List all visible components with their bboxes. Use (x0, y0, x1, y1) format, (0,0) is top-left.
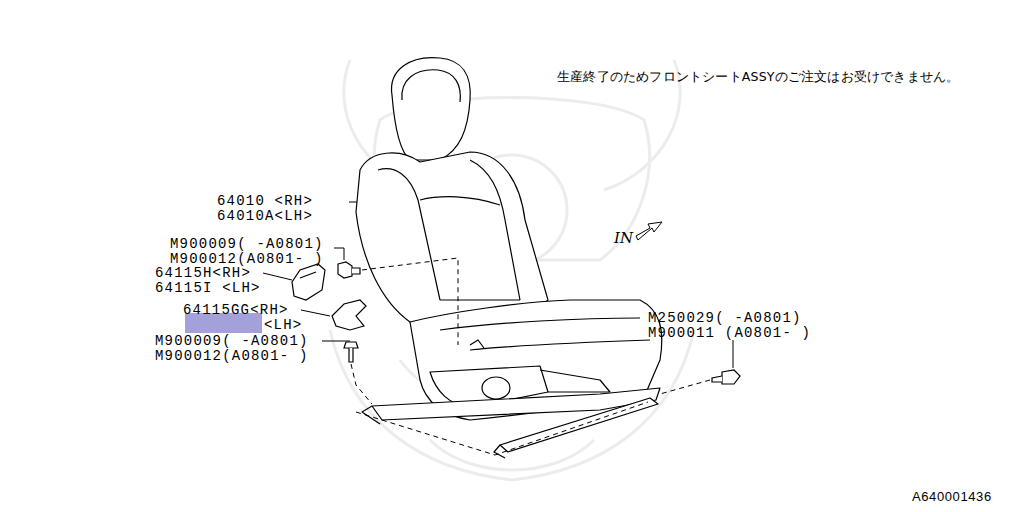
bolt (338, 262, 352, 278)
watermark (330, 60, 694, 480)
dashed-line (362, 258, 458, 345)
note: 生産終了のためフロントシートASSYのご注文はお受けできません。 (557, 70, 959, 84)
bolt (344, 342, 358, 348)
front-seat (362, 406, 505, 458)
dashed-line (351, 364, 372, 404)
bolt (352, 268, 360, 274)
part-number: 64010 <RH> (217, 194, 313, 208)
direction-arrow (636, 222, 662, 240)
leader-line (322, 341, 350, 342)
front-seat (440, 318, 650, 350)
leader-line (349, 202, 357, 203)
front-seat (482, 377, 510, 399)
leader-line (334, 248, 344, 260)
bolt (712, 376, 722, 382)
front-seat (356, 152, 548, 330)
front-seat (470, 340, 484, 348)
front-seat (420, 197, 520, 300)
front-seat (500, 398, 658, 452)
dashed-line (356, 402, 648, 455)
part-number: 64115GG<RH> (183, 303, 289, 317)
dashed-line (660, 380, 710, 394)
part-number: M250029( -A0801) (648, 311, 802, 325)
part-number: M900012(A0801- ) (155, 349, 309, 363)
direction-mark: IN (614, 231, 633, 245)
leader-line (263, 273, 292, 280)
seat-cover (292, 264, 325, 300)
side-mark: <LH> (264, 318, 302, 332)
part-number: 64010A<LH> (217, 209, 313, 223)
leader-line (263, 202, 733, 368)
front-seat (356, 58, 662, 458)
bolt (349, 348, 353, 362)
leader-line (301, 310, 330, 316)
seat-cover (292, 264, 366, 330)
part-number: 64115I <LH> (155, 281, 261, 295)
seat-cover (300, 272, 316, 278)
direction-arrow (636, 222, 662, 240)
part-number: M900012(A0801- ) (170, 252, 324, 266)
part-number: M900011 (A0801- ) (648, 326, 811, 340)
front-seat (402, 70, 461, 102)
front-seat (378, 160, 520, 300)
front-seat (540, 370, 610, 392)
part-number: M900009( -A0801) (170, 237, 324, 251)
part-number: 64115H<RH> (155, 266, 251, 280)
front-seat (392, 58, 471, 160)
part-number: M900009( -A0801) (155, 334, 309, 348)
leader-line (733, 340, 734, 368)
bolt (722, 370, 740, 384)
figure-code: A640001436 (912, 490, 992, 504)
seat-cover (332, 300, 366, 330)
dashed-line (351, 258, 710, 455)
